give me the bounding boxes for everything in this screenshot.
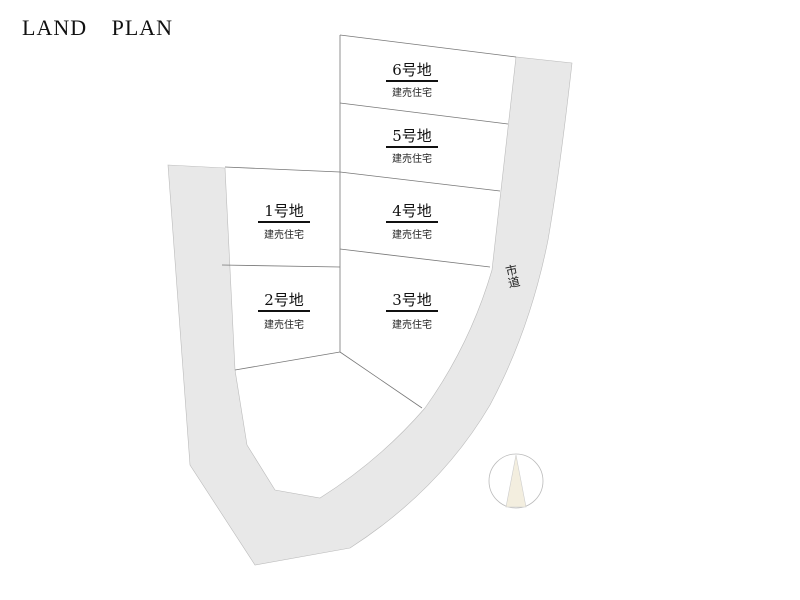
lot-5[interactable]: 5号地 建売住宅 bbox=[386, 127, 438, 165]
north-arrow-icon bbox=[488, 453, 544, 509]
lot-6[interactable]: 6号地 建売住宅 bbox=[386, 61, 438, 99]
svg-text:5号地: 5号地 bbox=[392, 127, 432, 145]
svg-text:建売住宅: 建売住宅 bbox=[392, 86, 432, 99]
svg-text:4号地: 4号地 bbox=[392, 202, 432, 220]
svg-text:建売住宅: 建売住宅 bbox=[392, 318, 432, 331]
lot-3[interactable]: 3号地 建売住宅 bbox=[386, 291, 438, 331]
page-title: LAND PLAN bbox=[22, 15, 174, 40]
svg-text:建売住宅: 建売住宅 bbox=[264, 318, 304, 331]
lot-2[interactable]: 2号地 建売住宅 bbox=[258, 291, 310, 331]
svg-text:2号地: 2号地 bbox=[264, 291, 304, 309]
svg-text:6号地: 6号地 bbox=[392, 61, 432, 79]
svg-text:建売住宅: 建売住宅 bbox=[392, 228, 432, 241]
road-label: 市道 bbox=[502, 262, 521, 290]
lot-boundaries bbox=[221, 34, 517, 409]
svg-text:3号地: 3号地 bbox=[392, 291, 432, 309]
svg-text:建売住宅: 建売住宅 bbox=[392, 152, 432, 165]
lot-1[interactable]: 1号地 建売住宅 bbox=[258, 202, 310, 241]
svg-text:1号地: 1号地 bbox=[264, 202, 304, 220]
svg-text:建売住宅: 建売住宅 bbox=[264, 228, 304, 241]
city-road bbox=[167, 56, 573, 566]
lot-4[interactable]: 4号地 建売住宅 bbox=[386, 202, 438, 241]
